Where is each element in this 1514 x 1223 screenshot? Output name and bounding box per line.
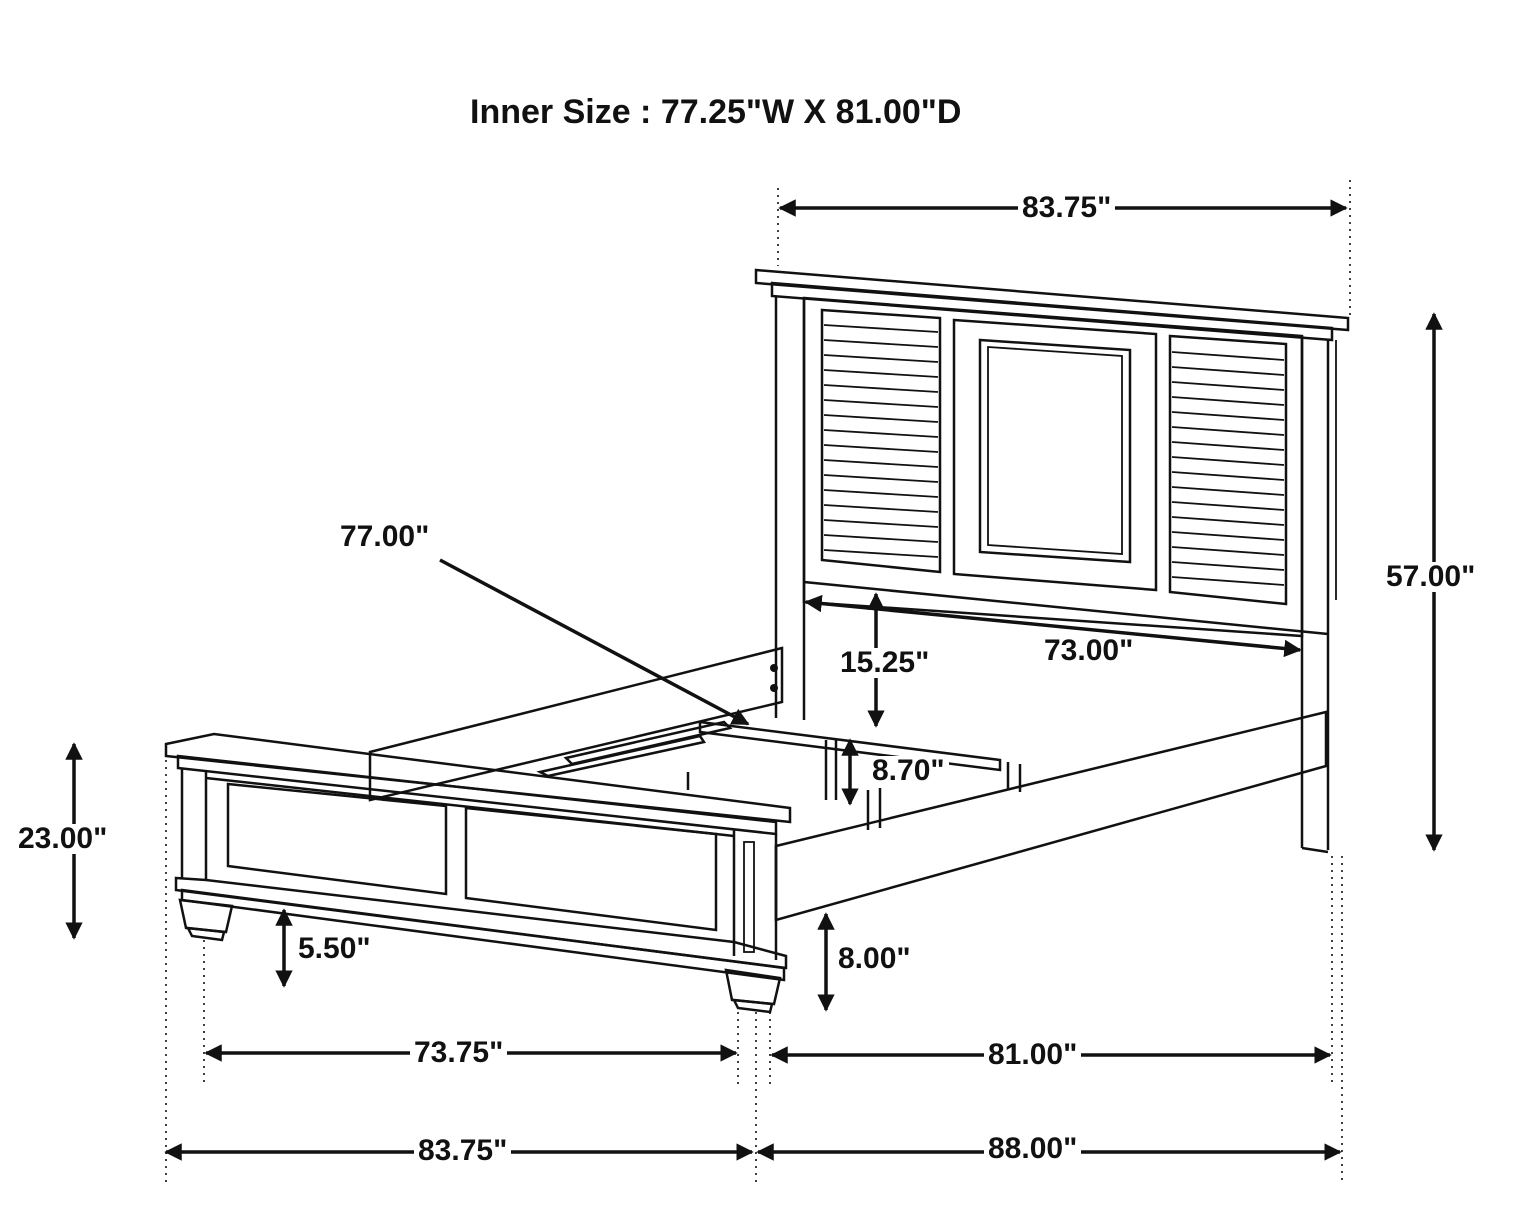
dim-overall-width: 83.75" <box>414 1136 512 1166</box>
dim-side-clearance: 8.00" <box>838 942 911 975</box>
side-rails <box>368 646 1328 922</box>
dim-headboard-width: 83.75" <box>1018 193 1116 223</box>
dim-inner-width: 73.00" <box>1040 636 1138 666</box>
dim-rail-height: 8.70" <box>868 756 949 786</box>
footboard <box>164 732 792 1014</box>
page-title: Inner Size : 77.25"W X 81.00"D <box>470 93 962 131</box>
dim-inner-length: 81.00" <box>984 1040 1082 1070</box>
dim-rail-length: 77.00" <box>340 520 430 553</box>
dim-headboard-height: 57.00" <box>1382 562 1480 592</box>
dim-foot-height: 5.50" <box>298 932 371 965</box>
headboard <box>754 268 1350 854</box>
dim-headboard-clearance: 15.25" <box>836 648 934 678</box>
dim-footboard-height: 23.00" <box>14 824 112 854</box>
dim-overall-length: 88.00" <box>984 1134 1082 1164</box>
dim-foot-spacing: 73.75" <box>410 1038 508 1068</box>
